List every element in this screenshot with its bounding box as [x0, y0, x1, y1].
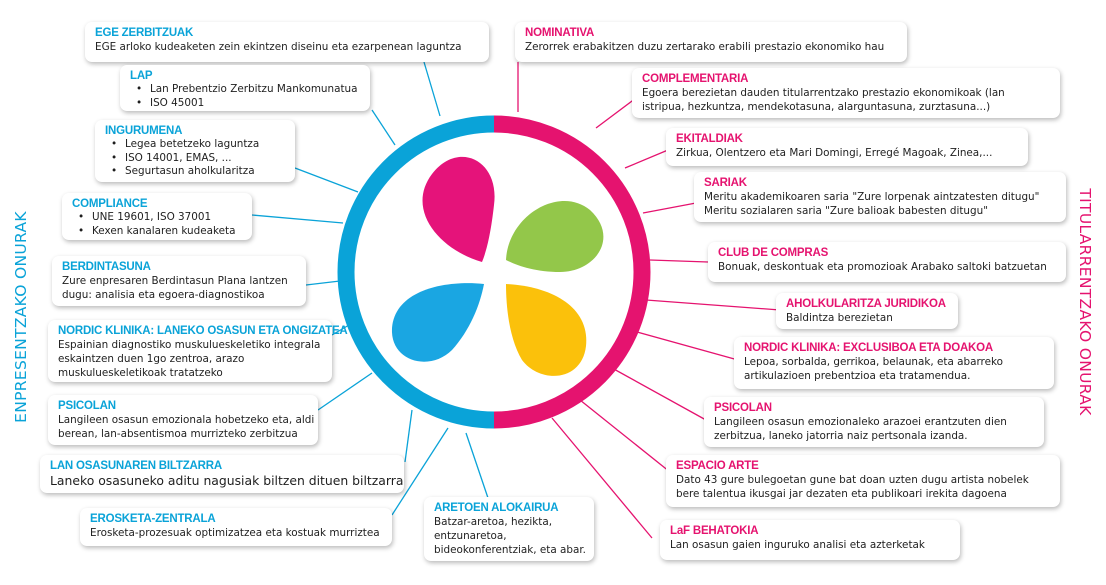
bullet-list: UNE 19601, ISO 37001 Kexen kanalaren kud…	[72, 211, 242, 238]
box-title: EKITALDIAK	[676, 133, 743, 145]
box-text: Langileen osasun emozionaleko arazoei er…	[714, 416, 1007, 428]
box-text: dugu: analisia eta egoera-diagnostikoa	[62, 289, 265, 301]
box-title: PSICOLAN	[714, 402, 772, 414]
box-text: Batzar-aretoa, hezikta,	[434, 516, 553, 528]
right-ring-arc	[493, 115, 651, 429]
psicolan-company-box: PSICOLAN Langileen osasun emozionala hob…	[48, 395, 318, 445]
yellow-petal-icon	[506, 284, 587, 376]
box-text: Meritu sozialaren saria "Zure balioak ba…	[704, 205, 988, 217]
box-title: COMPLIANCE	[72, 198, 148, 210]
bullet-item: Legea betetzeko laguntza	[111, 138, 285, 152]
box-text: eskaintzen duen 1go zentroa, arazo	[58, 353, 245, 365]
psicolan-holder-box: PSICOLAN Langileen osasun emozionaleko a…	[704, 397, 1044, 447]
four-petal-flower-icon	[391, 156, 604, 376]
box-text: muskulueskeletikoak tratatzeko	[58, 367, 223, 379]
box-title: LAN OSASUNAREN BILTZARRA	[50, 460, 222, 472]
box-title: INGURUMENA	[105, 125, 183, 137]
box-title: COMPLEMENTARIA	[642, 73, 749, 85]
box-text: Dato 43 gure bulegoetan gune bat doan uz…	[676, 474, 1029, 486]
box-text: zerbitzua, laneko jatorria naiz pertsona…	[714, 430, 968, 442]
box-title: NORDIC KLINIKA: LANEKO OSASUN ETA ONGIZA…	[58, 325, 348, 337]
lap-box: LAP Lan Prebentzio Zerbitzu Mankomunatua…	[120, 65, 370, 111]
nordic-klinika-holder-box: NORDIC KLINIKA: EXCLUSIBOA ETA DOAKOA Le…	[734, 337, 1054, 389]
ege-zerbitzuak-box: EGE ZERBITZUAK EGE arloko kudeaketen zei…	[85, 22, 489, 62]
bullet-item: Kexen kanalaren kudeaketa	[78, 225, 242, 239]
nordic-klinika-company-box: NORDIC KLINIKA: LANEKO OSASUN ETA ONGIZA…	[48, 320, 348, 382]
box-title: PSICOLAN	[58, 400, 116, 412]
box-text: Baldintza berezietan	[786, 312, 893, 324]
pink-petal-icon	[422, 156, 495, 262]
box-text: Zerorrek erabakitzen duzu zertarako erab…	[525, 41, 885, 53]
laf-behatokia-box: LaF BEHATOKIA Lan osasun gaien inguruko …	[660, 520, 960, 560]
box-text: Langileen osasun emozionala hobetzeko et…	[58, 414, 315, 426]
box-text: Laneko osasuneko aditu nagusiak biltzen …	[50, 473, 404, 488]
box-text: EGE arloko kudeaketen zein ekintzen dise…	[95, 41, 462, 53]
box-text: Zure enpresaren Berdintasun Plana lantze…	[62, 275, 288, 287]
berdintasuna-box: BERDINTASUNA Zure enpresaren Berdintasun…	[52, 256, 306, 306]
right-connector-lines	[517, 62, 781, 539]
aholkularitza-juridikoa-box: AHOLKULARITZA JURIDIKOA Baldintza berezi…	[776, 293, 958, 329]
box-title: LAP	[130, 70, 153, 82]
box-title: ARETOEN ALOKAIRUA	[434, 502, 559, 514]
box-text: istripua, hezkuntza, mendekotasuna, alar…	[642, 101, 991, 113]
holder-benefits-label: TITULARRENTZAKO ONURAK	[1076, 188, 1094, 416]
ingurumena-box: INGURUMENA Legea betetzeko laguntza ISO …	[95, 120, 295, 182]
box-title: CLUB DE COMPRAS	[718, 247, 829, 259]
bullet-item: ISO 45001	[136, 97, 360, 111]
box-title: ESPACIO ARTE	[676, 460, 759, 472]
box-text: artikulazioen prebentzioa eta tratamendu…	[744, 370, 971, 382]
espacio-arte-box: ESPACIO ARTE Dato 43 gure bulegoetan gun…	[666, 455, 1060, 507]
blue-petal-icon	[391, 283, 484, 362]
box-title: BERDINTASUNA	[62, 261, 151, 273]
compliance-box: COMPLIANCE UNE 19601, ISO 37001 Kexen ka…	[62, 193, 252, 240]
box-text: Bonuak, deskontuak eta promozioak Arabak…	[718, 261, 1047, 273]
box-text: Lan osasun gaien inguruko analisi eta az…	[670, 539, 925, 551]
box-text: bere talentua ikusgai jar dezaten eta pu…	[676, 488, 1007, 500]
box-title: LaF BEHATOKIA	[670, 525, 759, 537]
box-text: Egoera berezietan dauden titularrentzako…	[642, 87, 1005, 99]
box-text: Erosketa-prozesuak optimizatzea eta kost…	[90, 527, 380, 539]
green-petal-icon	[506, 200, 604, 272]
box-title: NORDIC KLINIKA: EXCLUSIBOA ETA DOAKOA	[744, 342, 994, 354]
box-text: entzunaretoa,	[434, 530, 507, 542]
aretoen-alokairua-box: ARETOEN ALOKAIRUA Batzar-aretoa, hezikta…	[424, 497, 594, 561]
bullet-item: Lan Prebentzio Zerbitzu Mankomunatua	[136, 83, 360, 97]
complementaria-box: COMPLEMENTARIA Egoera berezietan dauden …	[632, 68, 1060, 118]
bullet-item: Segurtasun aholkularitza	[111, 165, 285, 179]
left-connector-lines	[251, 61, 489, 516]
bullet-list: Lan Prebentzio Zerbitzu Mankomunatua ISO…	[130, 83, 360, 110]
box-title: EROSKETA-ZENTRALA	[90, 513, 216, 525]
box-title: NOMINATIVA	[525, 27, 595, 39]
box-text: berean, lan-absentismoa murrizteko zerbi…	[58, 428, 298, 440]
box-title: AHOLKULARITZA JURIDIKOA	[786, 298, 946, 310]
ekitaldiak-box: EKITALDIAK Zirkua, Olentzero eta Mari Do…	[666, 128, 1028, 166]
central-ring	[337, 115, 651, 429]
box-text: bideokonferentziak, eta abar.	[434, 544, 586, 556]
box-text: Meritu akademikoaren saria "Zure lorpena…	[704, 191, 1040, 203]
box-text: Espainian diagnostiko muskulueskeletiko …	[58, 339, 321, 351]
club-de-compras-box: CLUB DE COMPRAS Bonuak, deskontuak eta p…	[708, 242, 1066, 282]
nominativa-box: NOMINATIVA Zerorrek erabakitzen duzu zer…	[515, 22, 907, 62]
box-text: Lepoa, sorbalda, gerrikoa, belaunak, eta…	[744, 356, 1003, 368]
box-text: Zirkua, Olentzero eta Mari Domingi, Erre…	[676, 147, 993, 159]
sariak-box: SARIAK Meritu akademikoaren saria "Zure …	[694, 172, 1066, 222]
bullet-list: Legea betetzeko laguntza ISO 14001, EMAS…	[105, 138, 285, 179]
box-title: EGE ZERBITZUAK	[95, 27, 194, 39]
bullet-item: ISO 14001, EMAS, ...	[111, 152, 285, 166]
lan-osasunaren-biltzarra-box: LAN OSASUNAREN BILTZARRA Laneko osasunek…	[40, 455, 404, 493]
bullet-item: UNE 19601, ISO 37001	[78, 211, 242, 225]
left-ring-arc	[337, 115, 495, 429]
box-title: SARIAK	[704, 177, 747, 189]
company-benefits-label: ENPRESENTZAKO ONURAK	[12, 211, 30, 423]
erosketa-zentrala-box: EROSKETA-ZENTRALA Erosketa-prozesuak opt…	[80, 508, 392, 546]
